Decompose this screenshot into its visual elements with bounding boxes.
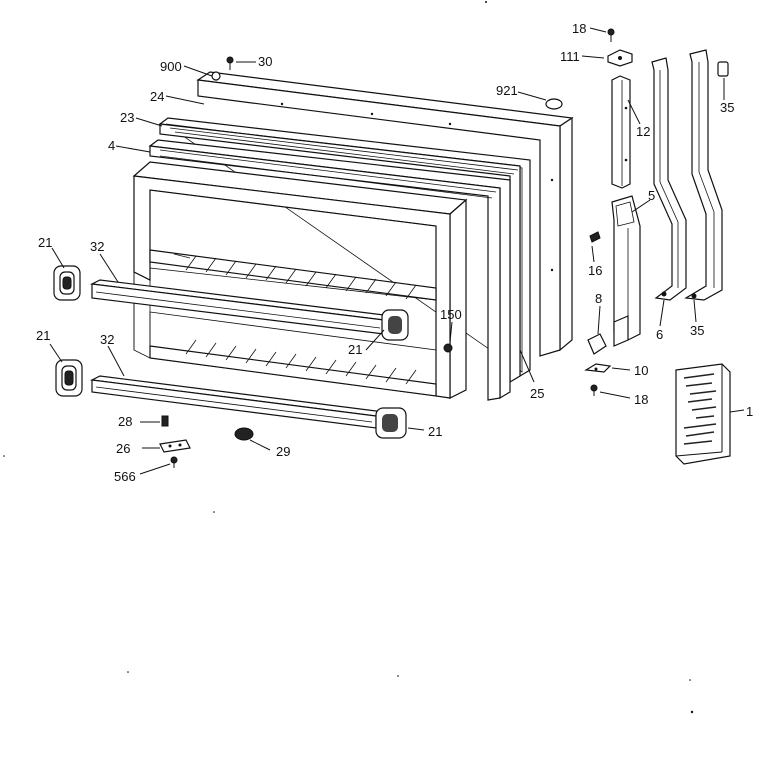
callout-32-b: 32 bbox=[100, 332, 114, 347]
callout-labels: 18 111 30 900 921 35 24 12 23 4 5 21 32 … bbox=[36, 21, 753, 484]
callout-4: 4 bbox=[108, 138, 115, 153]
callout-900: 900 bbox=[160, 59, 182, 74]
callout-32-a: 32 bbox=[90, 239, 104, 254]
door-handle-35 bbox=[684, 49, 723, 301]
callout-150: 150 bbox=[440, 307, 462, 322]
callout-1: 1 bbox=[746, 404, 753, 419]
hinge-cap-111 bbox=[607, 49, 633, 67]
callout-29: 29 bbox=[276, 444, 290, 459]
clip-8 bbox=[587, 333, 607, 355]
callout-5: 5 bbox=[648, 188, 655, 203]
bracket-5 bbox=[611, 195, 641, 347]
callout-111: 111 bbox=[560, 49, 580, 64]
inner-door-liner bbox=[132, 161, 468, 399]
callout-6: 6 bbox=[656, 327, 663, 342]
plug-29 bbox=[234, 427, 254, 441]
screw-16 bbox=[589, 231, 601, 243]
outer-door-panel bbox=[196, 71, 574, 357]
screw-18-top bbox=[607, 28, 615, 42]
callout-10: 10 bbox=[634, 363, 648, 378]
screw-30 bbox=[226, 56, 234, 70]
callout-8: 8 bbox=[595, 291, 602, 306]
shelf-end-cap-left-lower bbox=[55, 359, 83, 397]
shelf-end-cap-right-upper bbox=[381, 309, 409, 341]
inner-liner-frame bbox=[148, 139, 511, 401]
callout-35-top: 35 bbox=[720, 100, 734, 115]
callout-25: 25 bbox=[530, 386, 544, 401]
clip-10 bbox=[584, 363, 612, 373]
callout-28: 28 bbox=[118, 414, 132, 429]
screw-28 bbox=[161, 415, 169, 427]
callout-24: 24 bbox=[150, 89, 164, 104]
screw-18-bottom bbox=[590, 384, 598, 396]
callout-921: 921 bbox=[496, 83, 518, 98]
hinge-strip-12 bbox=[611, 75, 631, 189]
callout-16: 16 bbox=[588, 263, 602, 278]
callout-12: 12 bbox=[636, 124, 650, 139]
shelf-end-cap-left-upper bbox=[53, 265, 81, 301]
callout-566: 566 bbox=[114, 469, 136, 484]
door-handle-6 bbox=[651, 57, 687, 301]
callout-21-c: 21 bbox=[36, 328, 50, 343]
callout-18-bottom: 18 bbox=[634, 392, 648, 407]
bracket-26 bbox=[159, 439, 191, 453]
speckles bbox=[3, 1, 694, 714]
callout-21-b: 21 bbox=[348, 342, 362, 357]
callout-21-a: 21 bbox=[38, 235, 52, 250]
callout-35-bottom: 35 bbox=[690, 323, 704, 338]
shelf-end-cap-right-lower bbox=[375, 407, 407, 439]
callout-18-top: 18 bbox=[572, 21, 586, 36]
callout-23: 23 bbox=[120, 110, 134, 125]
instruction-booklet bbox=[675, 363, 731, 465]
callout-21-d: 21 bbox=[428, 424, 442, 439]
screw-150 bbox=[443, 343, 453, 353]
leader-lines bbox=[49, 27, 745, 475]
end-cap-35-top bbox=[717, 61, 729, 77]
screw-566 bbox=[170, 456, 178, 468]
callout-30: 30 bbox=[258, 54, 272, 69]
callout-26: 26 bbox=[116, 441, 130, 456]
